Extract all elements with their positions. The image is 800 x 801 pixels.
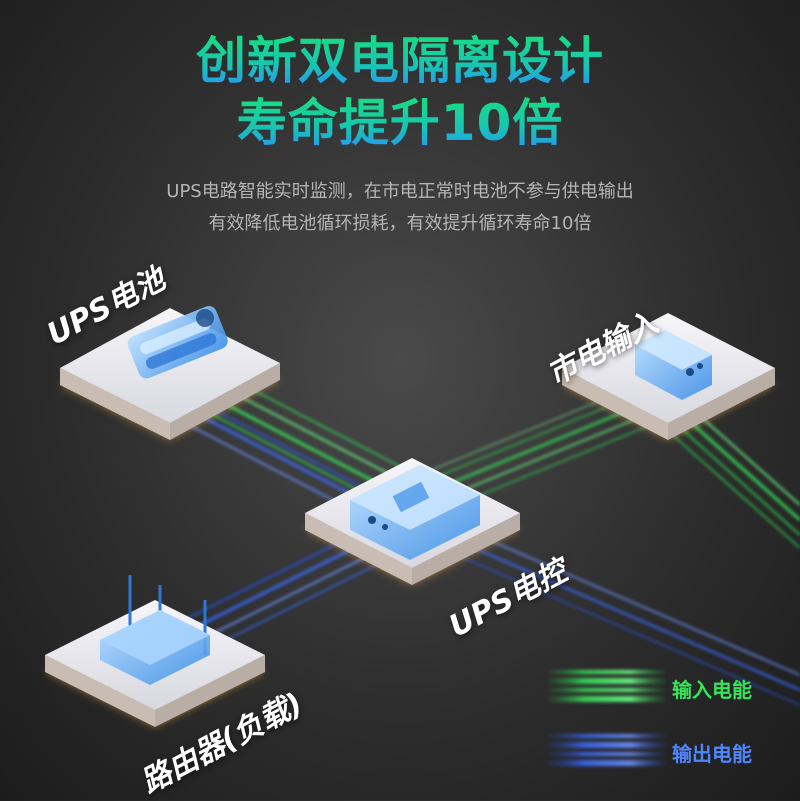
legend-input-swatch xyxy=(548,670,666,702)
legend-output: 输出电能 xyxy=(548,730,778,774)
legend-output-swatch xyxy=(548,734,666,766)
battery-pack-icon xyxy=(127,306,228,379)
header: 创新双电隔离设计 寿命提升10倍 UPS电路智能实时监测，在市电正常时电池不参与… xyxy=(0,30,800,240)
router-icon xyxy=(100,575,210,685)
power-inlet-icon xyxy=(635,330,712,400)
legend-input-label: 输入电能 xyxy=(672,678,752,702)
headline-line-2: 寿命提升10倍 xyxy=(0,92,800,154)
subhead-line-2: 有效降低电池循环损耗，有效提升循环寿命10倍 xyxy=(208,213,592,234)
headline-line-1: 创新双电隔离设计 xyxy=(0,30,800,92)
ups-control-board-icon xyxy=(350,465,480,560)
legend-input: 输入电能 xyxy=(548,666,778,710)
legend-output-label: 输出电能 xyxy=(672,742,752,766)
subhead-line-1: UPS电路智能实时监测，在市电正常时电池不参与供电输出 xyxy=(166,181,634,202)
